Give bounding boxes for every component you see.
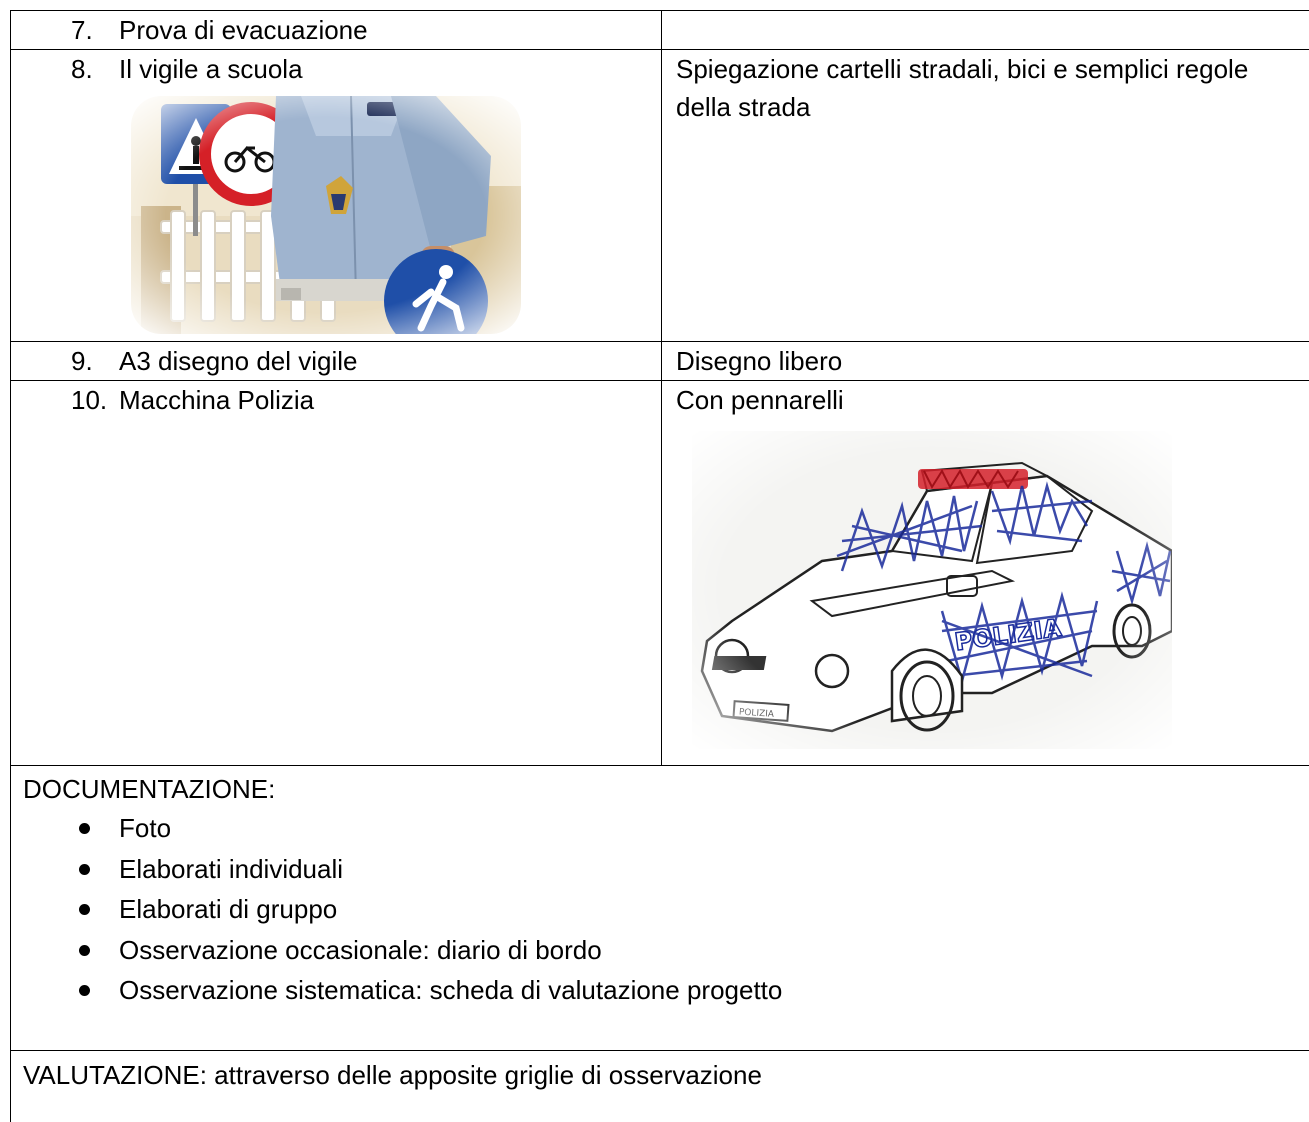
documentazione-section: DOCUMENTAZIONE: Foto Elaborati individua…	[10, 764, 1309, 1051]
activity-text: Prova di evacuazione	[119, 15, 368, 45]
activity-text: Macchina Polizia	[119, 385, 315, 415]
activity-text: Il vigile a scuola	[119, 54, 303, 84]
valutazione-section: VALUTAZIONE: attraverso delle apposite g…	[10, 1050, 1309, 1122]
bullet-icon	[79, 904, 90, 915]
description-text: Con pennarelli	[676, 385, 844, 415]
table-row: 7. Prova di evacuazione	[10, 10, 1309, 50]
table-row: 10. Macchina Polizia Con pennarelli	[10, 380, 1309, 766]
license-plate-text: POLIZIA	[738, 707, 775, 719]
list-item: Foto	[11, 808, 782, 849]
police-officer-traffic-signs-photo-icon	[131, 96, 521, 334]
documentazione-list: Foto Elaborati individuali Elaborati di …	[11, 808, 782, 1011]
list-item: Osservazione occasionale: diario di bord…	[11, 930, 782, 971]
description-cell	[661, 10, 1309, 50]
bullet-icon	[79, 863, 90, 875]
list-item-text: Osservazione occasionale: diario di bord…	[119, 934, 602, 965]
activity-cell: 10. Macchina Polizia	[10, 380, 662, 766]
list-item: Elaborati individuali	[11, 849, 782, 890]
activities-table: 7. Prova di evacuazione 8. Il vigile a scu…	[10, 10, 1309, 766]
list-item-text: Osservazione sistematica: scheda di valu…	[119, 975, 783, 1005]
row-number: 10.	[71, 385, 108, 415]
police-car-drawing-icon: POLIZIA POLIZIA	[692, 431, 1174, 749]
activity-cell: 8. Il vigile a scuola	[10, 49, 662, 342]
bullet-icon	[79, 944, 90, 956]
list-item: Elaborati di gruppo	[11, 889, 782, 930]
bullet-icon	[79, 985, 90, 996]
list-item: Osservazione sistematica: scheda di valu…	[11, 970, 782, 1011]
police-car-drawing: POLIZIA POLIZIA	[692, 431, 1174, 749]
list-item-text: Elaborati di gruppo	[119, 894, 338, 924]
list-item-text: Elaborati individuali	[119, 853, 344, 884]
description-cell: Disegno libero	[661, 341, 1309, 381]
table-row: 9. A3 disegno del vigile Disegno libero	[10, 341, 1309, 381]
activity-text: A3 disegno del vigile	[119, 346, 358, 376]
activity-cell: 9. A3 disegno del vigile	[10, 341, 662, 381]
description-cell: Con pennarelli	[661, 380, 1309, 766]
police-officer-photo	[131, 96, 521, 334]
documentazione-title: DOCUMENTAZIONE:	[23, 774, 276, 804]
table-row: 8. Il vigile a scuola	[10, 49, 1309, 342]
description-cell: Spiegazione cartelli stradali, bici e se…	[661, 49, 1309, 342]
description-text: Spiegazione cartelli stradali, bici e se…	[676, 54, 1249, 122]
bullet-icon	[79, 823, 90, 834]
description-text: Disegno libero	[676, 346, 843, 376]
row-number: 7.	[71, 15, 93, 45]
row-number: 8.	[71, 54, 93, 84]
valutazione-text: VALUTAZIONE: attraverso delle apposite g…	[23, 1060, 762, 1090]
activity-cell: 7. Prova di evacuazione	[10, 10, 662, 50]
list-item-text: Foto	[119, 813, 172, 843]
row-number: 9.	[71, 346, 93, 376]
